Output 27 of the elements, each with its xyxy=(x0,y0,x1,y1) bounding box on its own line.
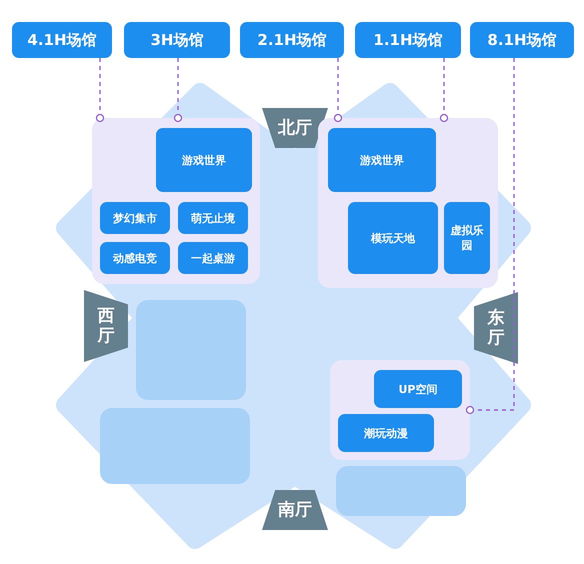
booth-block: UP空间 xyxy=(374,370,462,408)
leader-line xyxy=(96,58,104,122)
leader-line xyxy=(334,58,342,122)
leader-line xyxy=(440,58,448,122)
hall-label: 2.1H场馆 xyxy=(240,22,344,58)
booth-block: 游戏世界 xyxy=(156,128,252,192)
leader-line xyxy=(466,58,515,414)
booth-block: 模玩天地 xyxy=(348,202,438,274)
booth-block: 游戏世界 xyxy=(328,128,436,192)
zone-panel xyxy=(330,360,470,460)
booth-block: 潮玩动漫 xyxy=(338,414,434,452)
booth-block: 梦幻集市 xyxy=(100,202,170,234)
hall-label: 8.1H场馆 xyxy=(470,22,574,58)
hall-label: 3H场馆 xyxy=(124,22,230,58)
leader-line xyxy=(174,58,182,122)
hall-label: 1.1H场馆 xyxy=(355,22,461,58)
floor-block xyxy=(100,408,250,484)
hall-label: 4.1H场馆 xyxy=(12,22,112,58)
zone-panel xyxy=(92,118,260,284)
booth-block: 一起桌游 xyxy=(178,242,248,274)
booth-block: 动感电竞 xyxy=(100,242,170,274)
floor-block xyxy=(136,300,246,400)
booth-block: 萌无止境 xyxy=(178,202,248,234)
booth-block: 虚拟乐园 xyxy=(444,202,490,274)
floor-block xyxy=(336,466,466,516)
lobby-sign: 东厅 xyxy=(474,292,518,364)
zone-panel xyxy=(318,118,498,288)
